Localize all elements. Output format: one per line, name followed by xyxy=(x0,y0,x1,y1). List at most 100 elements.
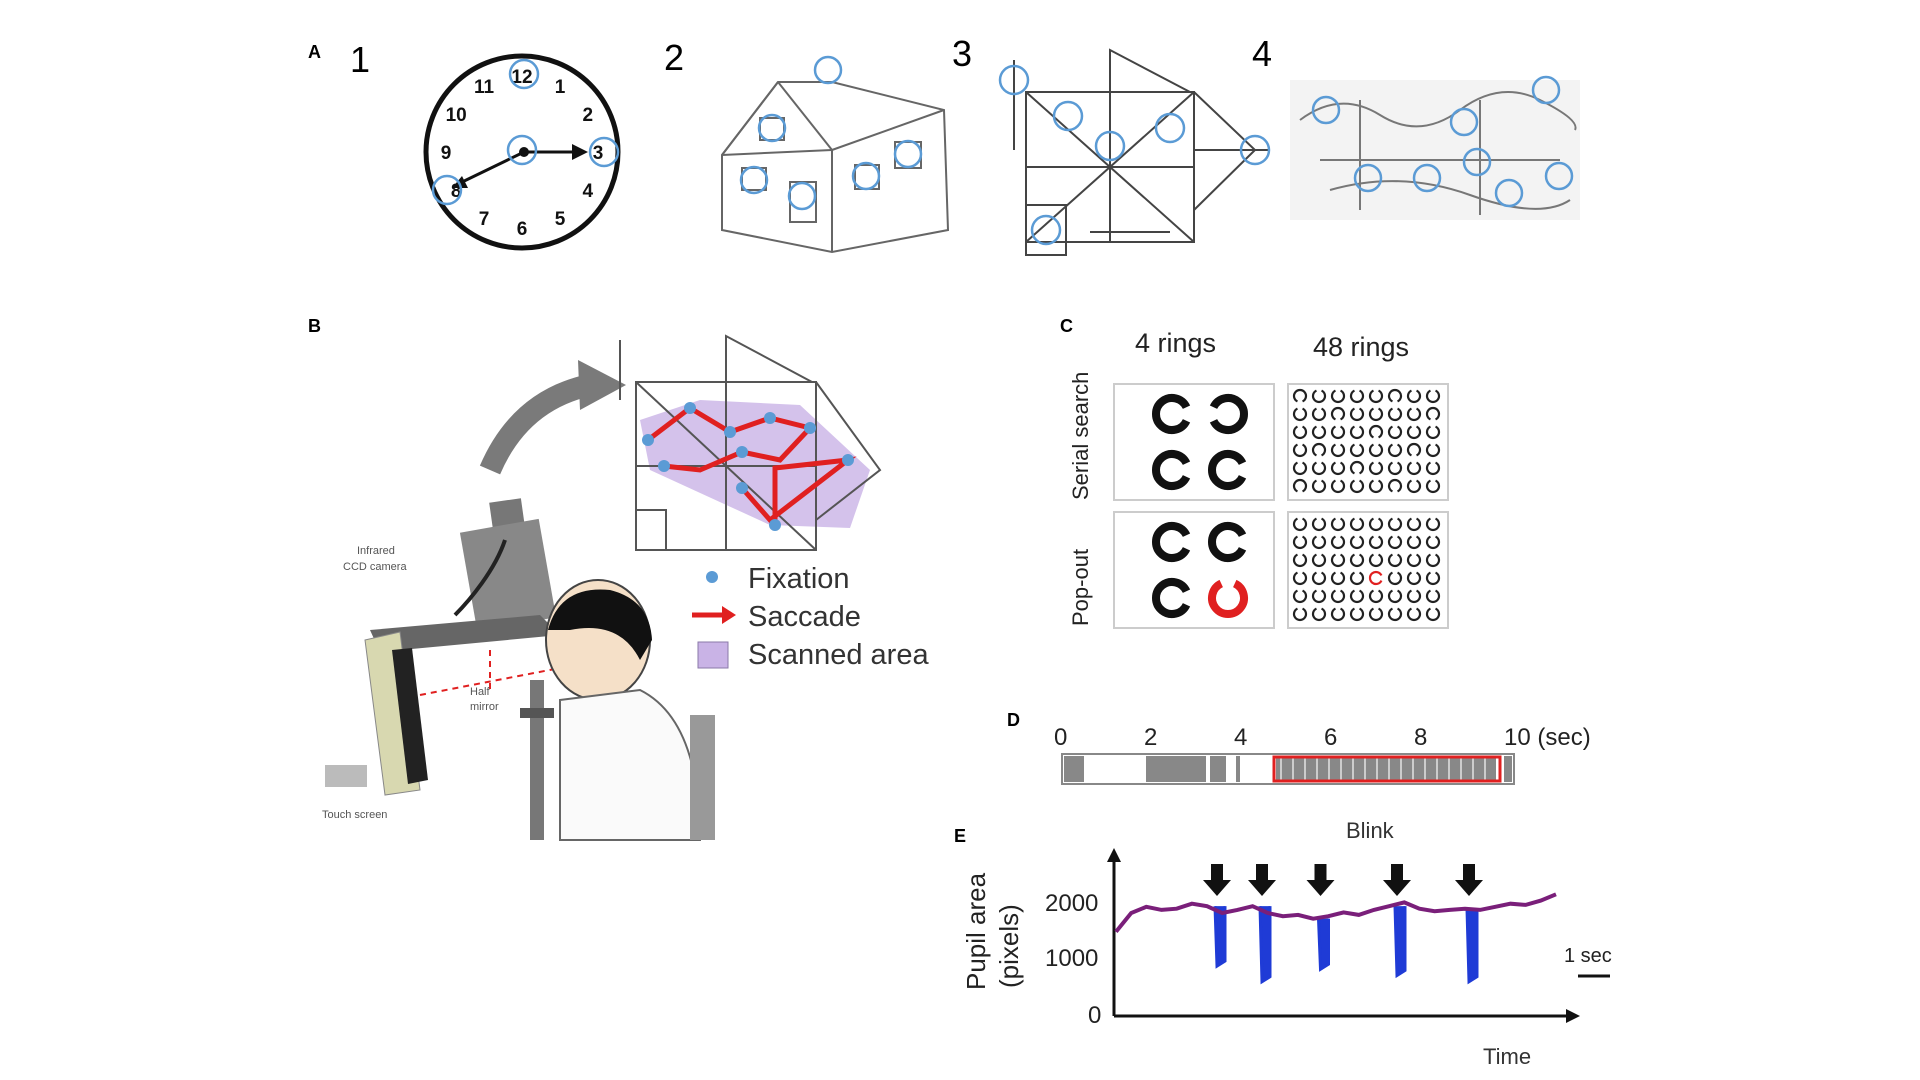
landolt-ring xyxy=(1425,571,1441,586)
landolt-ring xyxy=(1368,389,1384,404)
blink-arrow-icon xyxy=(1463,864,1475,882)
landolt-ring xyxy=(1292,553,1308,568)
landolt-ring xyxy=(1311,553,1327,568)
blink-arrow-icon xyxy=(1256,864,1268,882)
landolt-ring xyxy=(1152,522,1191,562)
landolt-ring xyxy=(1292,535,1308,550)
fixation-point xyxy=(769,519,781,531)
fixation-point xyxy=(736,446,748,458)
mirror-label-line1: Half xyxy=(470,686,491,698)
legend-saccade-label: Saccade xyxy=(748,601,861,633)
landolt-ring xyxy=(1368,479,1384,494)
blink-arrow-icon xyxy=(1314,864,1327,882)
col-header-4-rings: 4 rings xyxy=(1135,328,1216,358)
landolt-ring xyxy=(1425,517,1441,532)
landolt-ring xyxy=(1349,607,1365,622)
landolt-ring xyxy=(1330,571,1346,586)
clock-number: 3 xyxy=(593,143,604,164)
fixation-point xyxy=(684,402,696,414)
landolt-ring xyxy=(1311,535,1327,550)
fixation-marker xyxy=(1494,178,1524,208)
landolt-ring xyxy=(1406,479,1422,494)
landolt-ring xyxy=(1349,479,1365,494)
timeline-highlight xyxy=(1272,755,1502,783)
scan-top-triangle xyxy=(725,334,813,383)
camera-label-line2: CCD camera xyxy=(343,561,407,573)
blink-dip xyxy=(1258,906,1272,985)
clock-number: 6 xyxy=(517,219,528,240)
timeline-stripe xyxy=(1064,756,1084,782)
pupil-plot xyxy=(1114,864,1557,985)
camera-mount xyxy=(459,518,557,632)
timeline-gap xyxy=(1328,756,1330,782)
landolt-ring xyxy=(1425,479,1441,494)
landolt-ring xyxy=(1330,389,1346,404)
clock-number: 1 xyxy=(555,77,566,98)
landolt-ring xyxy=(1311,517,1327,532)
timeline-stripe xyxy=(1504,756,1512,782)
timeline-tick: 6 xyxy=(1324,724,1337,751)
serial-48-rings-box xyxy=(1287,383,1449,501)
landolt-ring xyxy=(1311,607,1327,622)
fixation-marker xyxy=(506,134,538,166)
landolt-ring xyxy=(1387,478,1403,493)
panel-d-label: D xyxy=(1007,710,1020,730)
landolt-ring xyxy=(1349,589,1365,604)
timeline-stripe xyxy=(1236,756,1240,782)
landolt-ring xyxy=(1349,389,1365,404)
panel-b: B xyxy=(308,316,929,841)
y-tick-2000: 2000 xyxy=(1045,890,1098,917)
blink-arrowhead-icon xyxy=(1455,880,1483,896)
landolt-ring xyxy=(1330,425,1346,440)
clock-fixations xyxy=(431,58,620,206)
house-fixations xyxy=(739,55,923,211)
clock-number: 7 xyxy=(479,209,490,230)
landolt-ring xyxy=(1425,461,1441,476)
fixation-marker xyxy=(813,55,843,85)
landolt-ring xyxy=(1349,535,1365,550)
scene-background xyxy=(1290,80,1580,220)
y-tick-0: 0 xyxy=(1088,1002,1101,1029)
rey-bottom-box xyxy=(1025,204,1067,256)
blink-arrow-icon xyxy=(1391,864,1403,882)
gaze-line xyxy=(419,667,561,696)
platform xyxy=(370,615,560,652)
landolt-ring xyxy=(1311,407,1327,422)
timeline-gap xyxy=(1364,756,1366,782)
clock-number: 5 xyxy=(555,209,566,230)
landolt-ring xyxy=(1330,461,1346,476)
landolt-ring xyxy=(1152,450,1191,490)
landolt-ring xyxy=(1208,579,1248,618)
chair-back xyxy=(690,715,715,840)
landolt-ring xyxy=(1387,407,1403,422)
landolt-ring xyxy=(1349,571,1365,586)
fixation-marker xyxy=(431,174,463,206)
row-label-serial: Serial search xyxy=(1068,372,1093,500)
fixation-marker xyxy=(1030,214,1062,246)
fixation-marker xyxy=(1154,112,1186,144)
fixation-marker xyxy=(787,181,817,211)
fixation-marker xyxy=(739,165,769,195)
landolt-ring xyxy=(1368,535,1384,550)
landolt-ring xyxy=(1311,442,1327,457)
blink-arrowhead-icon xyxy=(1306,880,1335,896)
landolt-ring xyxy=(1406,442,1422,457)
timeline-tick: 0 xyxy=(1054,724,1067,751)
house-eave xyxy=(721,149,833,156)
landolt-ring xyxy=(1368,570,1383,586)
person-hair xyxy=(548,589,652,660)
timeline-gap xyxy=(1484,756,1486,782)
landolt-ring xyxy=(1292,443,1308,458)
landolt-ring xyxy=(1152,394,1191,434)
clock-number: 2 xyxy=(583,105,594,126)
house-drawing xyxy=(721,55,950,254)
camera-label-line1: Infrared xyxy=(357,545,395,557)
blink-dip xyxy=(1317,918,1330,972)
task-2-number: 2 xyxy=(664,37,684,78)
timeline-tick: 8 xyxy=(1414,724,1427,751)
popout-4-rings-box xyxy=(1113,511,1275,629)
scene-sketch xyxy=(1290,75,1580,220)
timeline-gap xyxy=(1400,756,1402,782)
